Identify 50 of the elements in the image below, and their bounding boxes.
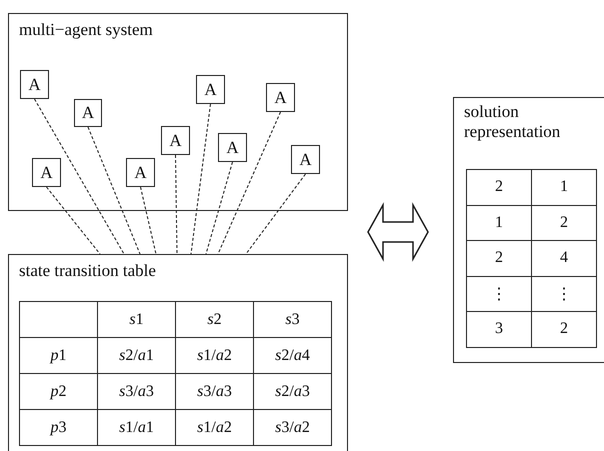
table-cell: s1/a2 (176, 410, 254, 446)
panel (8, 13, 348, 211)
table-cell: 2 (466, 240, 532, 276)
dashed-connector (218, 112, 281, 254)
panel-title: multi−agent system (19, 20, 153, 40)
table-cell: s2/a3 (254, 374, 332, 410)
table-cell: s2/a1 (98, 338, 176, 374)
table-cell: 3 (466, 312, 532, 347)
dashed-connector (46, 186, 100, 254)
table-cell: s3 (254, 302, 332, 338)
table-cell: s1/a1 (98, 410, 176, 446)
panel-title: state transition table (19, 261, 156, 281)
table-cell: s3/a3 (176, 374, 254, 410)
agent-box: A (20, 70, 49, 99)
table-cell: s2 (176, 302, 254, 338)
agent-box: A (32, 158, 61, 187)
table-cell: ⋮ (466, 276, 532, 312)
table-cell: ⋮ (532, 276, 596, 312)
table-cell: 2 (532, 205, 596, 240)
table-cell: 2 (466, 170, 532, 205)
dashed-connector (140, 186, 156, 254)
table-cell: s1/a2 (176, 338, 254, 374)
table-cell: s3/a2 (254, 410, 332, 446)
table-cell: 1 (466, 205, 532, 240)
table-cell: 1 (532, 170, 596, 205)
table-cell: s2/a4 (254, 338, 332, 374)
panel-title: solution representation (464, 102, 562, 142)
agent-box: A (126, 158, 155, 187)
table-cell: 4 (532, 240, 596, 276)
table-cell: s1 (98, 302, 176, 338)
agent-box: A (196, 75, 225, 104)
dashed-connector (175, 154, 178, 254)
agent-box: A (266, 83, 295, 112)
agent-box: A (161, 126, 190, 155)
agent-box: A (291, 145, 320, 174)
agent-box: A (74, 99, 102, 127)
agent-box: A (218, 133, 247, 162)
table-cell: p3 (20, 410, 98, 446)
table-cell: 2 (532, 312, 596, 347)
dashed-connector (246, 174, 306, 254)
dashed-connector (206, 162, 233, 254)
table-cell: s3/a3 (98, 374, 176, 410)
solution-panel (453, 97, 604, 363)
dashed-connector (34, 98, 124, 254)
dashed-connector (190, 104, 211, 254)
dashed-connector (88, 126, 140, 254)
double-block-arrow (367, 202, 429, 262)
table-cell: p2 (20, 374, 98, 410)
table-cell: p1 (20, 338, 98, 374)
panel (8, 254, 348, 451)
